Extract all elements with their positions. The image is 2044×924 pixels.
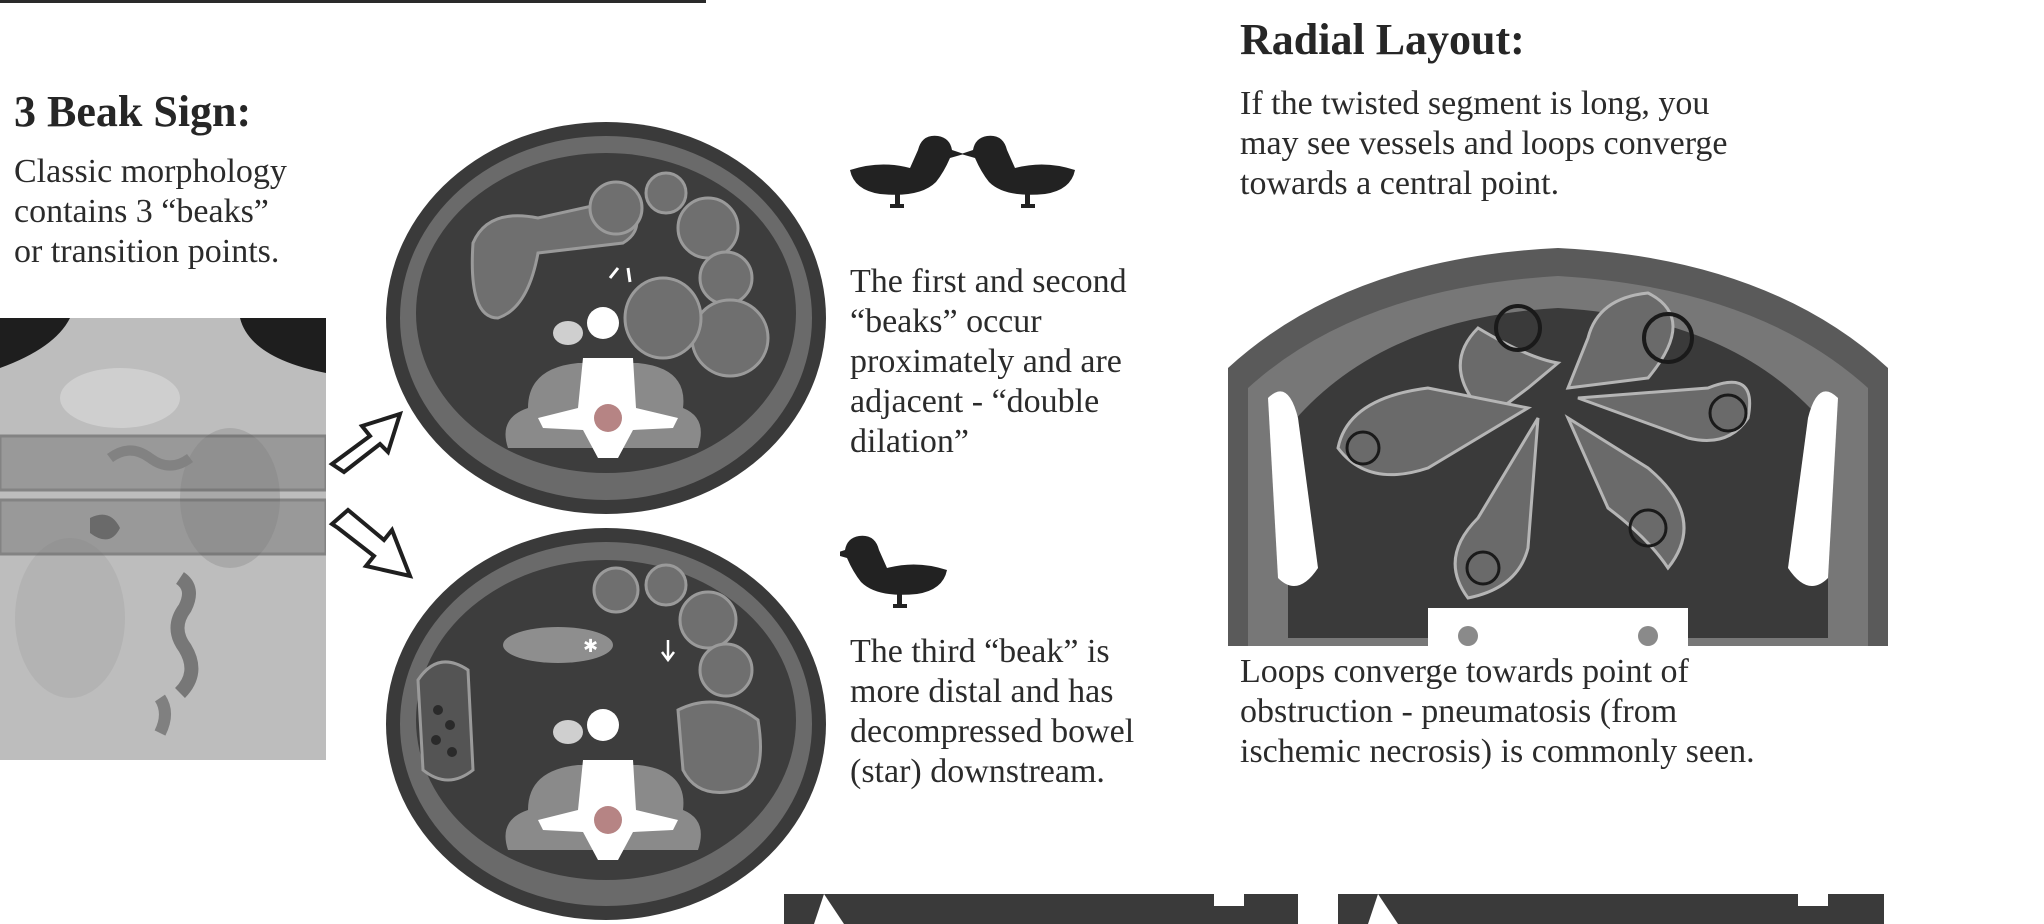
svg-text:✱: ✱ <box>583 636 598 657</box>
duck-pair-icon <box>850 135 1075 208</box>
intro-line: Classic morphology <box>14 153 287 190</box>
bottom-ct-image-right <box>1338 894 1884 924</box>
axial-ct-double-dilation <box>386 122 826 514</box>
intro-line: If the twisted segment is long, you <box>1240 85 1710 122</box>
intro-line: towards a central point. <box>1240 165 1560 202</box>
text-line: more distal and has <box>850 673 1114 710</box>
beak-sign-intro: Classic morphology contains 3 “beaks” or… <box>14 152 287 272</box>
text-line: proximately and are <box>850 343 1122 380</box>
intro-line: or transition points. <box>14 233 280 270</box>
coronal-scan-image <box>0 318 326 760</box>
radial-layout-heading: Radial Layout: <box>1240 15 1525 64</box>
third-beak-text: The third “beak” is more distal and has … <box>850 632 1134 792</box>
text-line: The third “beak” is <box>850 633 1110 670</box>
radial-ct-image <box>1228 238 1888 646</box>
text-line: decompressed bowel <box>850 713 1135 750</box>
intro-line: may see vessels and loops converge <box>1240 125 1728 162</box>
text-line: dilation” <box>850 423 969 460</box>
pointer-arrows <box>328 410 414 579</box>
radial-layout-intro: If the twisted segment is long, you may … <box>1240 84 1728 204</box>
caption-line: Loops converge towards point of <box>1240 653 1689 690</box>
text-line: The first and second <box>850 263 1127 300</box>
beak-sign-heading: 3 Beak Sign: <box>14 87 252 136</box>
caption-line: ischemic necrosis) is commonly seen. <box>1240 733 1755 770</box>
top-divider <box>0 0 706 3</box>
caption-line: obstruction - pneumatosis (from <box>1240 693 1678 730</box>
axial-ct-distal-beak: ✱ <box>386 528 826 920</box>
text-line: adjacent - “double <box>850 383 1100 420</box>
intro-line: contains 3 “beaks” <box>14 193 269 230</box>
duck-single-icon <box>840 535 947 608</box>
text-line: “beaks” occur <box>850 303 1042 340</box>
radial-caption: Loops converge towards point of obstruct… <box>1240 652 1755 772</box>
first-second-beak-text: The first and second “beaks” occur proxi… <box>850 262 1127 462</box>
text-line: (star) downstream. <box>850 753 1105 790</box>
bottom-ct-image-left <box>784 894 1298 924</box>
